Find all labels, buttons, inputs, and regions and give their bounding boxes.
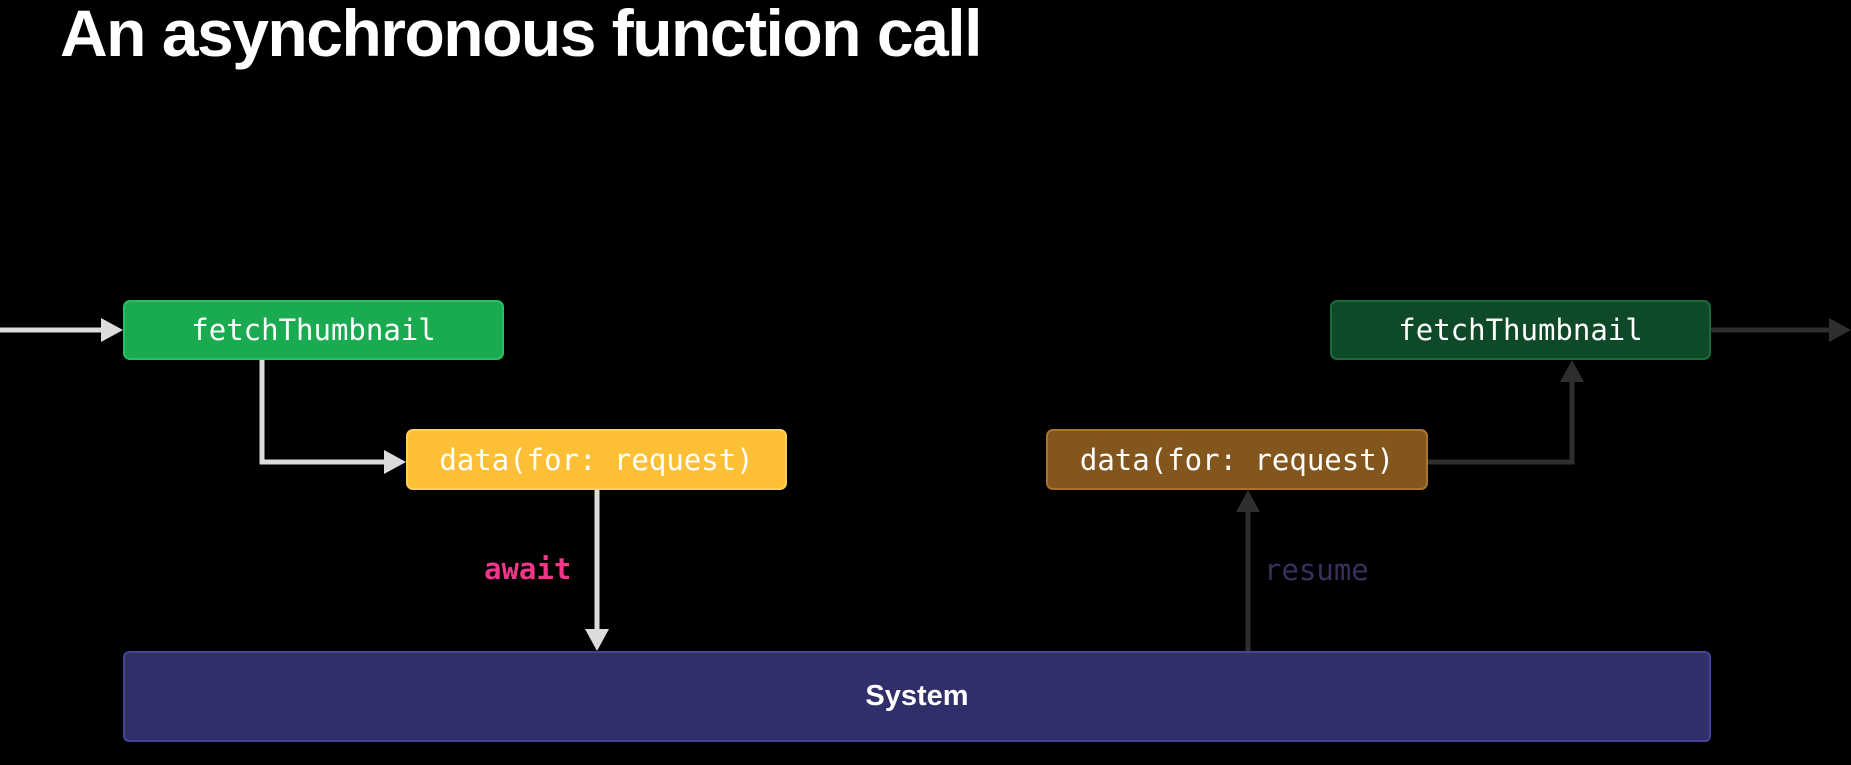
resume-label: resume	[1264, 553, 1369, 587]
outgoing-arrow	[1711, 318, 1851, 342]
return-arrow	[1428, 360, 1584, 465]
fetch-thumbnail-box: fetchThumbnail	[123, 300, 504, 360]
await-label: await	[484, 552, 572, 586]
data-for-request-label: data(for: request)	[439, 442, 754, 477]
data-for-request-box: data(for: request)	[406, 429, 787, 490]
await-arrow	[585, 490, 609, 651]
system-box: System	[123, 651, 1711, 742]
resume-arrow	[1236, 490, 1260, 651]
data-for-request-resumed-box: data(for: request)	[1046, 429, 1428, 490]
call-arrow	[259, 360, 406, 474]
fetch-thumbnail-resumed-label: fetchThumbnail	[1398, 313, 1643, 347]
incoming-arrow	[0, 318, 123, 342]
data-for-request-resumed-label: data(for: request)	[1079, 442, 1395, 477]
slide-title: An asynchronous function call	[60, 0, 982, 70]
system-label: System	[865, 680, 969, 712]
fetch-thumbnail-resumed-box: fetchThumbnail	[1330, 300, 1711, 360]
fetch-thumbnail-label: fetchThumbnail	[191, 313, 436, 347]
